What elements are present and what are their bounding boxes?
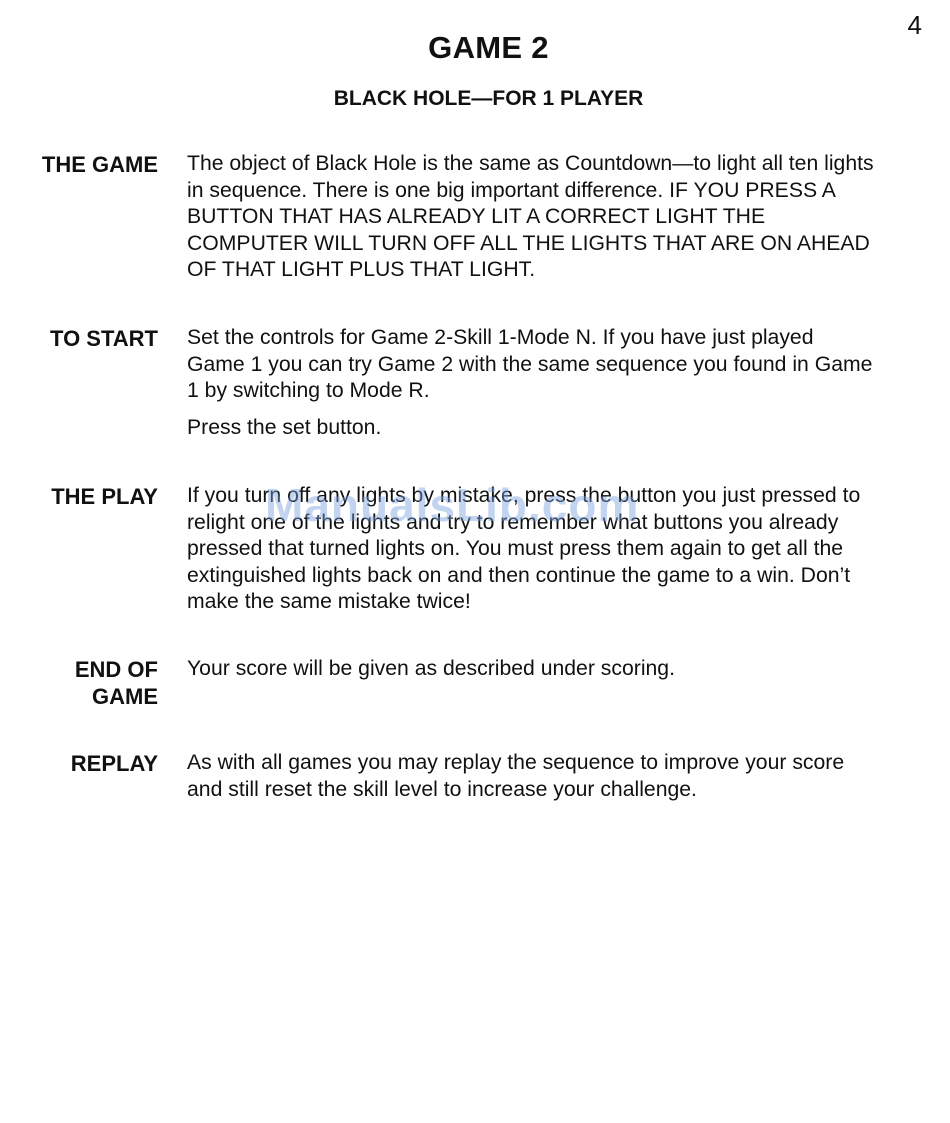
paragraph: Press the set button. bbox=[187, 415, 382, 439]
section-body: If you turn off any lights by mistake, p… bbox=[187, 483, 877, 616]
section-label: THE PLAY bbox=[51, 484, 158, 509]
section-label: END OF GAME bbox=[74, 657, 158, 709]
section-body: The object of Black Hole is the same as … bbox=[187, 151, 877, 284]
paragraph: Set the controls for Game 2-Skill 1-Mode… bbox=[187, 326, 873, 402]
paragraph: Your score will be given as described un… bbox=[187, 657, 675, 680]
paragraph: As with all games you may replay the seq… bbox=[187, 751, 845, 801]
section-body: Set the controls for Game 2-Skill 1-Mode… bbox=[187, 325, 877, 441]
section-label: REPLAY bbox=[70, 751, 158, 776]
page-number: 4 bbox=[907, 10, 922, 40]
paragraph: If you turn off any lights by mistake, p… bbox=[187, 484, 861, 613]
page-title: GAME 2 bbox=[428, 30, 549, 65]
paragraph: The object of Black Hole is the same as … bbox=[187, 152, 874, 281]
section-body: As with all games you may replay the seq… bbox=[187, 750, 877, 803]
section-label: THE GAME bbox=[41, 152, 158, 177]
section-label: TO START bbox=[50, 326, 158, 351]
page-subtitle: BLACK HOLE—FOR 1 PLAYER bbox=[333, 87, 644, 110]
section-body: Your score will be given as described un… bbox=[187, 656, 877, 683]
